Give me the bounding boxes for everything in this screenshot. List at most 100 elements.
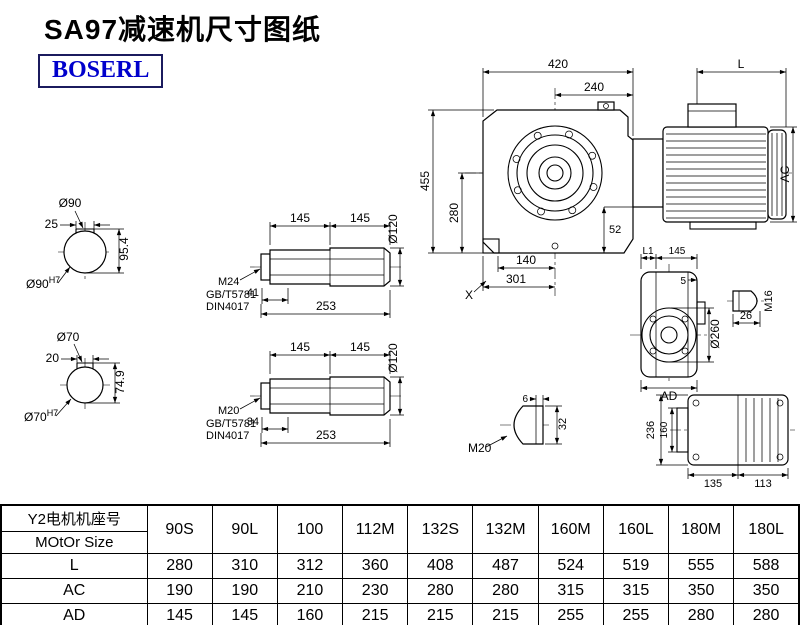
brand-logo: BOSERL bbox=[38, 54, 164, 88]
keyway-90 bbox=[75, 228, 95, 234]
table-corner-cell: Y2电机机座号 MOtOr Size bbox=[0, 504, 148, 554]
dim-52: 52 bbox=[609, 224, 621, 236]
size-col-header: 180M bbox=[667, 504, 735, 554]
table-cell: 215 bbox=[407, 603, 474, 625]
dim-240: 240 bbox=[584, 80, 604, 94]
dim-253-top: 253 bbox=[316, 299, 336, 313]
motor-fins bbox=[666, 133, 766, 219]
motor-shaft-end bbox=[732, 290, 758, 312]
dim-113: 113 bbox=[754, 478, 772, 490]
dim-20: 20 bbox=[46, 351, 60, 365]
row-label: L bbox=[0, 553, 148, 579]
table-cell: 487 bbox=[472, 553, 539, 579]
dim-d120-bottom: Ø120 bbox=[386, 343, 400, 373]
size-col-header: 90S bbox=[146, 504, 213, 554]
shaft-end-washer bbox=[260, 382, 271, 410]
std-gb-top: GB/T5781 bbox=[206, 289, 256, 301]
dim-L: L bbox=[738, 57, 745, 71]
table-cell: 255 bbox=[537, 603, 604, 625]
bottom-plate bbox=[482, 238, 500, 254]
shaft-view-m24: 145 145 Ø120 M24 GB/T5781 DIN4017 41 253 bbox=[206, 211, 404, 318]
table-cell: 160 bbox=[276, 603, 344, 625]
std-din-bottom: DIN4017 bbox=[206, 430, 249, 442]
technical-drawing: 420 L 240 455 280 52 140 301 X AC bbox=[24, 57, 797, 490]
table-cell: 145 bbox=[211, 603, 278, 625]
dim-140: 140 bbox=[516, 253, 536, 267]
dim-32: 32 bbox=[557, 418, 569, 430]
motor-bell bbox=[632, 138, 664, 208]
bore-view-70: Ø70 20 74.9 Ø70H7 bbox=[24, 330, 127, 424]
dim-253-bottom: 253 bbox=[316, 428, 336, 442]
page-title: SA97减速机尺寸图纸 bbox=[44, 14, 322, 45]
dim-41: 41 bbox=[247, 287, 259, 299]
table-cell: 524 bbox=[537, 553, 604, 579]
table-cell: 555 bbox=[667, 553, 735, 579]
side-bracket bbox=[696, 301, 706, 325]
dim-d260: Ø260 bbox=[708, 319, 722, 349]
size-col-header: 132M bbox=[472, 504, 539, 554]
side-housing bbox=[640, 271, 698, 378]
table-row-AD: AD 145 145 160 215 215 215 255 255 280 2… bbox=[0, 603, 800, 625]
thread-m16: M16 bbox=[763, 290, 775, 311]
table-cell: 519 bbox=[602, 553, 670, 579]
output-flange-circle bbox=[507, 125, 603, 221]
dim-145a: 145 bbox=[290, 211, 310, 225]
table-cell: 215 bbox=[342, 603, 409, 625]
dim-L1: L1 bbox=[642, 246, 654, 257]
dia-70-label: Ø70 bbox=[57, 330, 80, 344]
bore-90-label: Ø90H7 bbox=[26, 275, 60, 291]
terminal-box bbox=[687, 103, 737, 128]
dim-236: 236 bbox=[645, 421, 657, 439]
label-x: X bbox=[465, 288, 473, 302]
dim-455: 455 bbox=[418, 171, 432, 191]
output-shaft-end bbox=[513, 405, 544, 445]
dim-301: 301 bbox=[506, 272, 526, 286]
side-view: L1 145 5 AD Ø260 bbox=[630, 246, 722, 403]
dim-160: 160 bbox=[659, 421, 670, 438]
dim-74.9: 74.9 bbox=[113, 370, 127, 394]
dim-95.4: 95.4 bbox=[117, 237, 131, 261]
dia-90-label: Ø90 bbox=[59, 196, 82, 210]
table-cell: 350 bbox=[733, 578, 800, 604]
bore-circle-70 bbox=[66, 366, 104, 404]
table-cell: 360 bbox=[342, 553, 409, 579]
table-cell: 312 bbox=[276, 553, 344, 579]
lifting-lug bbox=[597, 101, 615, 111]
table-row-L: L 280 310 312 360 408 487 524 519 555 58… bbox=[0, 553, 800, 579]
table-header-row: Y2电机机座号 MOtOr Size 90S 90L 100 112M 132S… bbox=[0, 504, 800, 554]
size-col-header: 132S bbox=[407, 504, 474, 554]
gearbox-housing bbox=[482, 109, 634, 254]
table-cell: 280 bbox=[733, 603, 800, 625]
bore-circle-90 bbox=[63, 230, 107, 274]
table-cell: 230 bbox=[342, 578, 409, 604]
table-cell: 280 bbox=[472, 578, 539, 604]
dim-34: 34 bbox=[247, 416, 259, 428]
dim-135: 135 bbox=[704, 478, 722, 490]
dim-AD: AD bbox=[661, 389, 678, 403]
row-label: AC bbox=[0, 578, 148, 604]
size-col-header: 90L bbox=[211, 504, 278, 554]
thread-m24: M24 bbox=[218, 276, 239, 288]
thread-m20-detail: M20 bbox=[468, 441, 492, 455]
table-cell: 215 bbox=[472, 603, 539, 625]
dim-145b: 145 bbox=[350, 211, 370, 225]
thread-m20: M20 bbox=[218, 405, 239, 417]
dim-280: 280 bbox=[447, 203, 461, 223]
size-col-header: 180L bbox=[733, 504, 800, 554]
table-cell: 315 bbox=[537, 578, 604, 604]
table-row-AC: AC 190 190 210 230 280 280 315 315 350 3… bbox=[0, 578, 800, 604]
main-view: 420 L 240 455 280 52 140 301 X AC bbox=[418, 57, 797, 302]
table-cell: 315 bbox=[602, 578, 670, 604]
dim-145-side: 145 bbox=[669, 246, 686, 257]
table-cell: 280 bbox=[667, 603, 735, 625]
motor-foot bbox=[689, 221, 757, 230]
dim-25: 25 bbox=[45, 217, 59, 231]
size-col-header: 160L bbox=[602, 504, 670, 554]
dim-145a: 145 bbox=[290, 340, 310, 354]
size-col-header: 160M bbox=[537, 504, 604, 554]
dim-6: 6 bbox=[522, 394, 528, 405]
bore-view-90: Ø90 25 95.4 Ø90H7 bbox=[26, 196, 131, 291]
table-cell: 145 bbox=[146, 603, 213, 625]
header-cn: Y2电机机座号 bbox=[27, 511, 121, 528]
